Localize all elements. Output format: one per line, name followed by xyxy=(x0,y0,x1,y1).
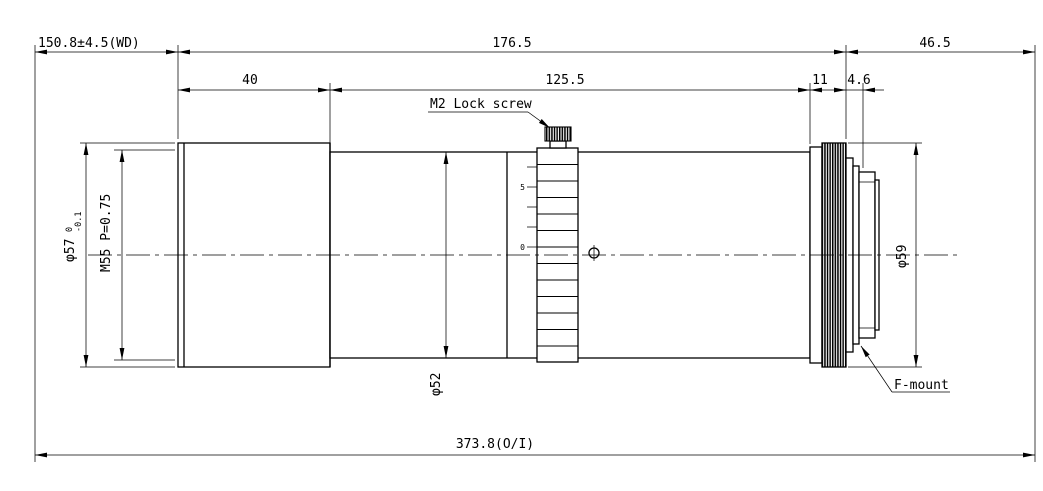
screw-hole xyxy=(588,245,600,261)
dim-front-section-length: 40 xyxy=(178,73,330,93)
dim-front-diameter-tol-lower: -0.1 xyxy=(74,212,84,232)
dim-front-diameter-text: φ57 xyxy=(63,239,78,262)
focus-scale: 5 0 xyxy=(520,166,537,252)
dim-working-distance: 150.8±4.5(WD) xyxy=(35,36,178,55)
label-f-mount: F-mount xyxy=(860,345,950,393)
dim-mid-section-text: 125.5 xyxy=(545,73,584,88)
dim-overall-length: 373.8(O/I) xyxy=(35,437,1035,458)
focus-scale-lower: 0 xyxy=(520,243,525,252)
dim-mid-section-length: 125.5 xyxy=(330,73,810,93)
dim-filter-thread-text: M55 P=0.75 xyxy=(99,194,114,272)
lens-body: 5 0 xyxy=(177,126,880,368)
lock-screw xyxy=(544,126,572,149)
dim-working-distance-text: 150.8±4.5(WD) xyxy=(38,36,140,51)
lock-screw-label-text: M2 Lock screw xyxy=(430,97,532,112)
label-lock-screw: M2 Lock screw xyxy=(428,97,551,129)
dim-rear-diameter-text: φ59 xyxy=(895,245,910,268)
dim-front-diameter-tol-upper: 0 xyxy=(65,227,75,232)
dim-front-section-text: 40 xyxy=(242,73,258,88)
dim-lens-length: 176.5 xyxy=(178,36,846,55)
focus-scale-upper: 5 xyxy=(520,183,525,192)
extension-lines xyxy=(34,45,1036,462)
dim-overall-length-text: 373.8(O/I) xyxy=(456,437,534,452)
dim-filter-thread: M55 P=0.75 xyxy=(99,150,125,360)
dim-rear-section-length: 11 xyxy=(810,73,846,93)
dim-lens-length-text: 176.5 xyxy=(492,36,531,51)
dim-mount-face-length: 4.6 xyxy=(846,73,884,93)
dim-rear-section-text: 11 xyxy=(812,73,828,88)
dim-barrel-diameter-text: φ52 xyxy=(429,373,444,396)
dim-flange-focal-distance: 46.5 xyxy=(846,36,1035,55)
dim-front-diameter: φ57 0 -0.1 xyxy=(63,143,89,367)
dim-barrel-diameter: φ52 xyxy=(429,152,449,396)
dim-mount-face-text: 4.6 xyxy=(847,73,870,88)
f-mount-label-text: F-mount xyxy=(894,378,949,393)
dim-flange-focal-text: 46.5 xyxy=(919,36,950,51)
dim-rear-diameter: φ59 xyxy=(895,143,919,367)
